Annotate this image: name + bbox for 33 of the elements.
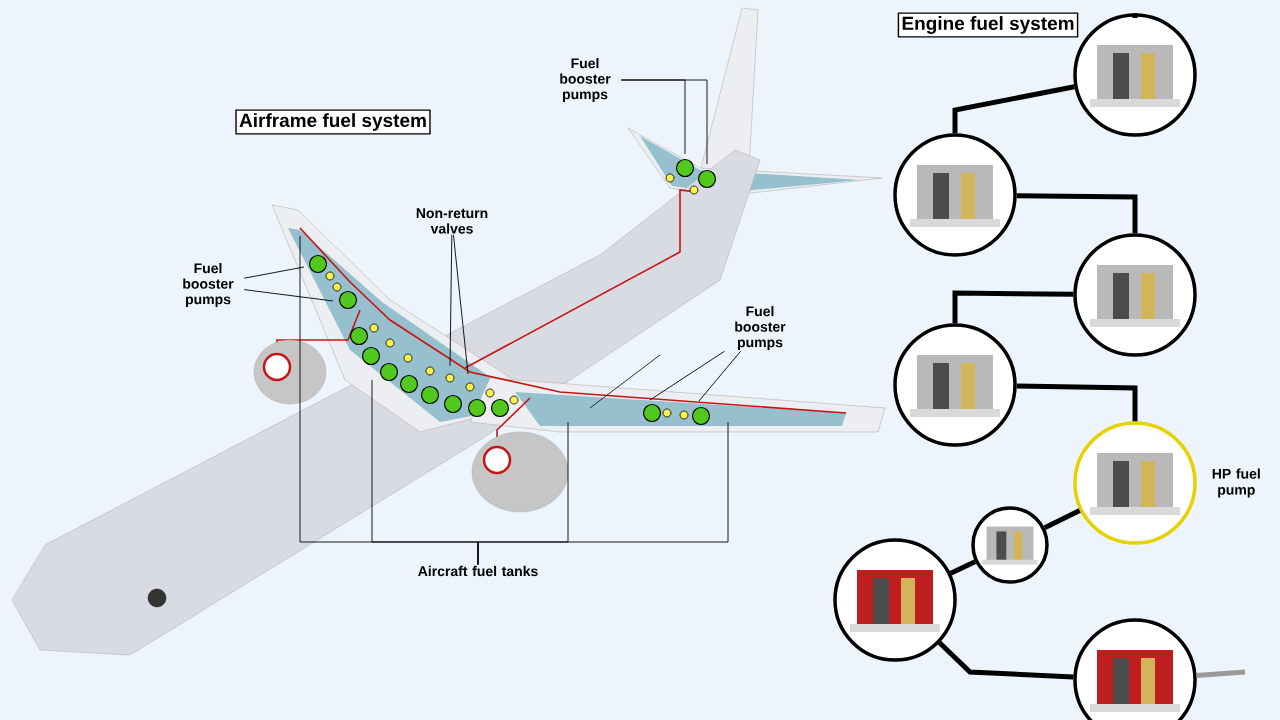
connector-line <box>1196 669 1246 678</box>
component-label: HP fuel pump <box>1212 468 1260 498</box>
leader-line <box>243 289 334 302</box>
component-picture <box>1073 13 1197 137</box>
leader-line <box>620 79 708 165</box>
heading-box: Engine fuel system <box>897 12 1079 38</box>
callout-label: Aircraft fuel tanks <box>418 565 538 577</box>
leader-line <box>449 234 453 367</box>
callout-label: Fuel booster pumps <box>560 57 611 102</box>
leader-line <box>243 266 305 279</box>
leader-line <box>477 421 729 566</box>
connector-line <box>1016 383 1138 422</box>
component-picture <box>1073 618 1197 720</box>
component-picture <box>893 323 1017 447</box>
component-picture <box>1073 421 1197 545</box>
connector-line <box>1016 193 1138 234</box>
connector-line <box>1043 508 1081 530</box>
callout-label: Fuel booster pumps <box>735 305 786 350</box>
leader-line <box>698 350 742 402</box>
callout-label: Non-return valves <box>416 208 488 234</box>
connector-line <box>952 84 1075 134</box>
connector-line <box>937 640 1074 680</box>
component-picture <box>1073 233 1197 357</box>
connector-line <box>1132 13 1138 18</box>
callout-label: Fuel booster pumps <box>183 262 234 307</box>
component-picture <box>833 538 957 662</box>
component-picture <box>893 133 1017 257</box>
heading-box: Airframe fuel system <box>235 109 431 135</box>
connector-line <box>949 559 977 576</box>
leader-line <box>453 234 469 375</box>
component-picture <box>971 506 1049 584</box>
connector-line <box>952 290 1074 324</box>
leader-line <box>649 350 725 401</box>
